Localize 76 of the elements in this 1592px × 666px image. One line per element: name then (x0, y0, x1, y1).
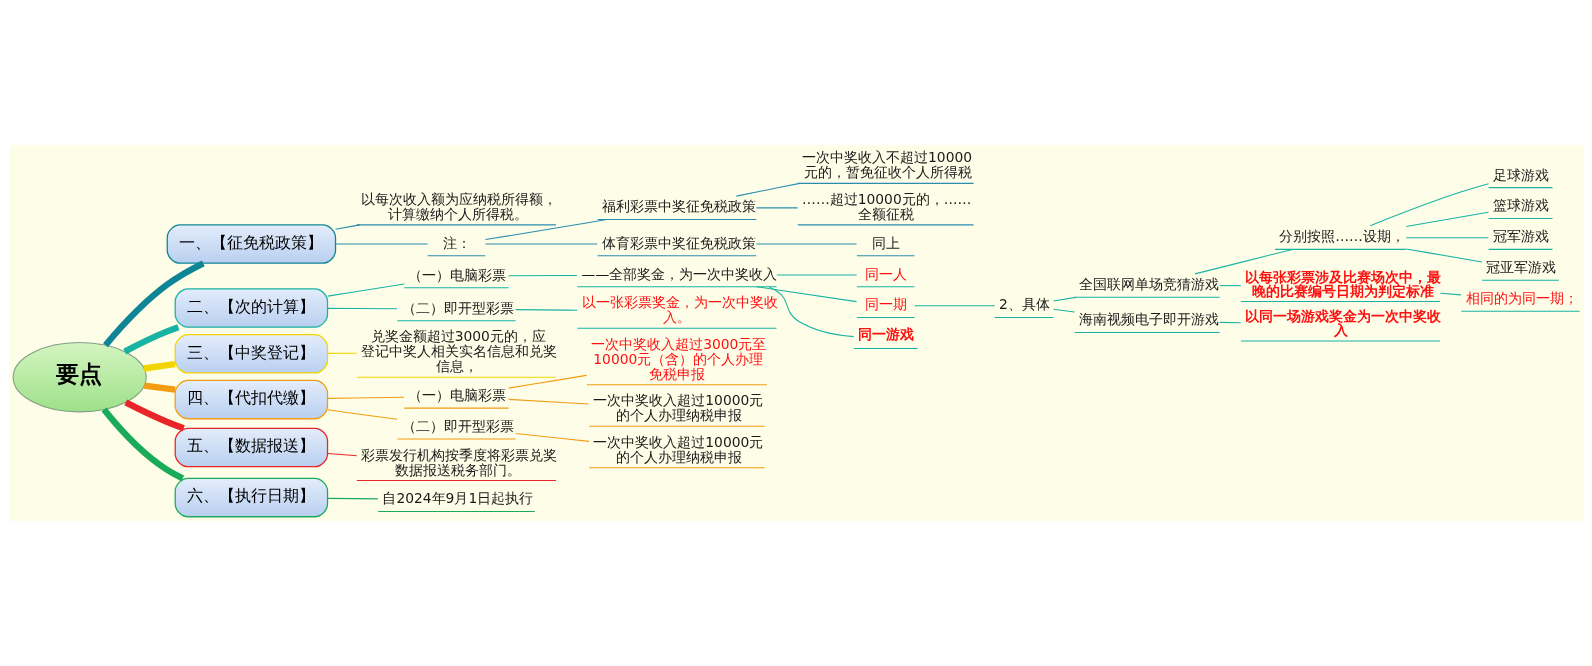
node-ellipse: 要点 (12, 342, 147, 413)
connector (913, 305, 995, 307)
node-box: 二、【次的计算】 (174, 288, 328, 328)
connector (1405, 211, 1489, 227)
node-text: 兑奖金额超过3000元的，应登记中奖人相关实名信息和兑奖信息， (360, 328, 557, 375)
connector (1369, 183, 1489, 227)
connector (507, 374, 587, 389)
node-box: 四、【代扣代缴】 (174, 379, 328, 420)
connector (142, 361, 175, 372)
connector (326, 497, 378, 500)
node-text: 同一期 (864, 296, 907, 313)
connector (143, 382, 176, 393)
node-text: （二）即开型彩票 (401, 299, 514, 316)
connector (334, 243, 428, 245)
node-text: 相同的为同一期； (1465, 290, 1578, 307)
node-text: ……超过10000元的，……全额征税 (801, 191, 971, 222)
connector (334, 224, 360, 230)
node-text: （一）电脑彩票 (407, 266, 506, 283)
node-box: 一、【征免税政策】 (166, 224, 336, 264)
connector (1439, 292, 1462, 296)
connector (507, 398, 589, 405)
connector (326, 452, 357, 457)
connector (1193, 248, 1293, 275)
node-box: 六、【执行日期】 (174, 477, 328, 518)
connector (326, 283, 405, 297)
connector (101, 407, 184, 482)
node-text: ——全部奖金，为一次中奖收入 (581, 265, 777, 282)
connector (1405, 237, 1489, 239)
node-box: 五、【数据报送】 (174, 427, 328, 468)
node-text: 彩票发行机构按季度将彩票兑奖数据报送税务部门。 (360, 446, 557, 478)
connector (514, 309, 578, 311)
node-text: 自2024年9月1日起执行 (381, 490, 533, 507)
node-text: 以同一场游戏奖金为一次中奖收入 (1244, 308, 1441, 339)
connector (326, 396, 405, 399)
connector (326, 352, 357, 354)
node-text: 2、具体 (998, 296, 1050, 313)
node-text: 以每次收入额为应纳税所得额，计算缴纳个人所得税。 (360, 191, 557, 222)
connector (1052, 308, 1075, 313)
connector (768, 286, 854, 338)
node-text: 一次中奖收入超过10000元的个人办理纳税申报 (592, 433, 763, 465)
connector (1218, 321, 1241, 324)
connector (102, 260, 205, 348)
node-text: 一次中奖收入不超过10000元的，暂免征收个人所得税 (801, 149, 972, 181)
connector (326, 409, 398, 420)
connector (1218, 285, 1241, 287)
connector (735, 182, 800, 197)
node-text: 以每张彩票涉及比赛场次中，最晚的比赛编号日期为判定标准 (1244, 268, 1441, 299)
node-text: 分别按照……设期， (1278, 228, 1405, 245)
connector (123, 399, 185, 432)
connector (122, 324, 179, 355)
node-text: 海南视频电子即开游戏 (1078, 311, 1219, 328)
node-text: （一）电脑彩票 (407, 387, 506, 403)
connector (1052, 296, 1076, 302)
node-text: 冠亚军游戏 (1485, 259, 1556, 276)
node-text: 体育彩票中奖征免税政策 (601, 234, 756, 251)
connector (755, 286, 857, 303)
node-text: 一次中奖收入超过10000元的个人办理纳税申报 (592, 392, 763, 424)
connector (755, 207, 798, 209)
connector (1405, 248, 1482, 263)
node-text: 全国联网单场竞猜游戏 (1078, 276, 1219, 293)
node-text: 同一人 (864, 265, 907, 282)
node-text: 一次中奖收入超过3000元至10000元（含）的个人办理免税申报 (590, 335, 766, 382)
node-text: 福利彩票中奖征免税政策 (601, 198, 756, 215)
connector (484, 219, 607, 241)
node-text: 同上 (871, 234, 900, 251)
node-text: 篮球游戏 (1492, 197, 1549, 214)
node-text: （二）即开型彩票 (401, 417, 514, 434)
node-text: 足球游戏 (1492, 166, 1549, 183)
node-text: 冠军游戏 (1492, 228, 1549, 245)
node-box: 三、【中奖登记】 (174, 333, 328, 374)
node-text: 注： (442, 234, 471, 251)
connector (514, 433, 590, 442)
connector (507, 274, 577, 277)
node-text: 以一张彩票奖金，为一次中奖收入。 (581, 294, 778, 326)
connector (326, 307, 398, 310)
node-text: 同一游戏 (857, 326, 914, 343)
